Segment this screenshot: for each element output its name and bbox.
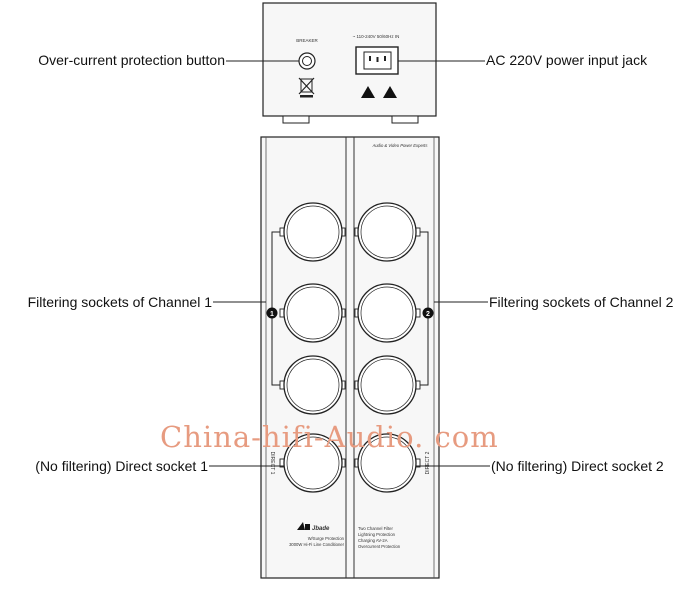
watermark: China-hifi-Audio. com: [160, 420, 499, 454]
back-panel-foot-right: [391, 115, 419, 124]
tagline: Audio & Video Power Experts: [372, 143, 429, 148]
socket-ch1-2: [279, 283, 346, 343]
feature-line-1: Two Channel Filter: [358, 526, 394, 531]
warning-icon: [361, 86, 375, 98]
weee-bin-icon: [298, 77, 315, 98]
input-label: ~ 110-240V 50/60Hz IN: [353, 34, 400, 39]
callout-overcurrent: Over-current protection button: [38, 52, 225, 68]
back-panel-foot-left: [282, 115, 310, 124]
feature-line-4: Overcurrent Protection: [358, 544, 401, 549]
direct-1-panel-label: DIRECT 1: [269, 452, 275, 475]
back-panel-body: [262, 2, 437, 117]
socket-ch2-3: [354, 355, 421, 415]
product-line-2: 3000W Hi-Fi Line Conditioner: [289, 542, 345, 547]
socket-ch2-2: [354, 283, 421, 343]
brand-logo-icon: Jbade: [297, 522, 330, 532]
socket-ch2-1: [354, 202, 421, 262]
front-panel: Audio & Video Power Experts 1 2: [260, 136, 440, 579]
brand-name: Jbade: [312, 526, 330, 532]
channel-1-mark: 1: [266, 307, 278, 319]
feature-line-3: Charging AV-2A: [358, 538, 388, 543]
direct-socket-2: [354, 433, 421, 493]
feature-line-2: Lightning Protection: [358, 532, 396, 537]
breaker-label: BREAKER: [296, 38, 318, 43]
back-panel: BREAKER ~ 110-240V 50/60Hz IN: [262, 2, 437, 124]
direct-2-panel-label: DIRECT 2: [425, 451, 431, 474]
direct-socket-1: [279, 433, 346, 493]
callout-filter-ch1: Filtering sockets of Channel 1: [27, 294, 212, 310]
callout-ac-input: AC 220V power input jack: [486, 52, 648, 68]
callout-filter-ch2: Filtering sockets of Channel 2: [489, 294, 674, 310]
channel-2-mark: 2: [422, 307, 434, 319]
front-panel-body: [260, 136, 440, 579]
svg-text:1: 1: [270, 311, 274, 318]
socket-ch1-3: [279, 355, 346, 415]
callout-direct-2: (No filtering) Direct socket 2: [491, 458, 664, 474]
svg-text:2: 2: [426, 311, 430, 318]
product-line-1: W/Surge Protection: [308, 536, 345, 541]
breaker-button: [298, 52, 316, 70]
socket-ch1-1: [279, 202, 346, 262]
callout-direct-1: (No filtering) Direct socket 1: [35, 458, 208, 474]
iec-inlet: [355, 46, 399, 75]
warning-icon: [383, 86, 397, 98]
